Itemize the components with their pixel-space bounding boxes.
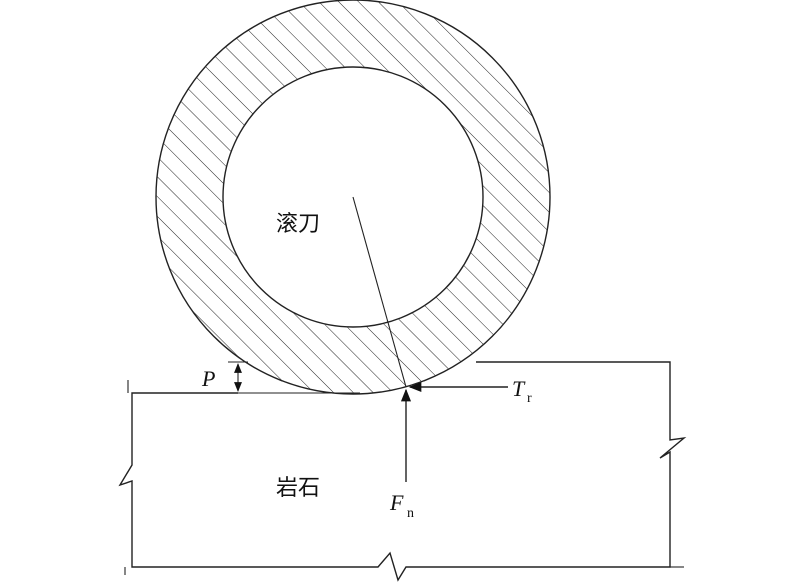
rock-outline: [118, 361, 687, 582]
cutter-ring: [156, 0, 550, 394]
cutter-label: 滚刀: [276, 212, 320, 237]
normal-force-label: F: [389, 490, 404, 515]
penetration-label: P: [201, 366, 215, 391]
cutter-outer-circle: [155, 0, 551, 395]
tangential-force-subscript: r: [527, 391, 532, 406]
normal-force-subscript: n: [407, 506, 414, 521]
rock-label: 岩石: [276, 476, 320, 501]
radius-line: [352, 196, 407, 388]
tangential-force-label: T: [512, 376, 526, 401]
cutter-inner-circle: [222, 66, 484, 328]
